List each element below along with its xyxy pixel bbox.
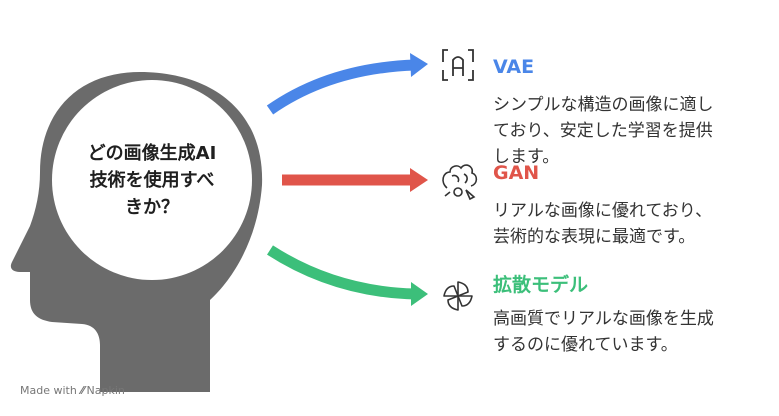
diffusion-description-line-1: 高画質でリアルな画像を生成 [493,309,714,329]
brain-art-icon [442,164,478,201]
diffusion-description: 高画質でリアルな画像を生成 するのに優れています。 [493,306,765,358]
vae-label: VAE [493,56,535,78]
vae-description: シンプルな構造の画像に適し ており、安定した学習を提供 します。 [493,92,765,170]
arrow-vae-head [410,53,428,77]
gan-description: リアルな画像に優れており、 芸術的な表現に最適です。 [493,198,765,250]
arrow-vae-shaft [266,59,416,115]
arrow-diffusion-head [411,282,428,306]
arrow-vae [266,53,428,115]
vae-description-line-2: ており、安定した学習を提供 [493,121,713,141]
bracket-a-icon [442,49,474,81]
pinwheel-icon [443,281,473,311]
gan-label: GAN [493,162,540,184]
central-question-line-3: きか？ [125,197,179,218]
arrow-gan-head [410,168,428,192]
napkin-brand: Napkin [86,384,125,397]
diffusion-label: 拡散モデル [493,274,589,296]
napkin-logo-icon: ⁄⁄ [80,384,85,397]
made-with-napkin[interactable]: Made with⁄⁄Napkin [20,384,125,397]
vae-description-line-3: します。 [493,147,560,167]
gan-description-line-1: リアルな画像に優れており、 [493,201,713,221]
arrow-gan [282,168,428,192]
arrow-diffusion-shaft [267,245,416,300]
central-question-line-1: どの画像生成AI [87,143,217,164]
vae-description-line-1: シンプルな構造の画像に適し [493,95,714,115]
diffusion-description-line-2: するのに優れています。 [493,335,678,355]
made-with-text: Made with [20,384,77,397]
central-question-line-2: 技術を使用すべ [89,170,215,191]
gan-description-line-2: 芸術的な表現に最適です。 [493,227,696,247]
central-question: どの画像生成AI 技術を使用すべ きか？ [64,140,240,221]
thought-circle [52,80,252,280]
arrow-diffusion [267,245,428,306]
